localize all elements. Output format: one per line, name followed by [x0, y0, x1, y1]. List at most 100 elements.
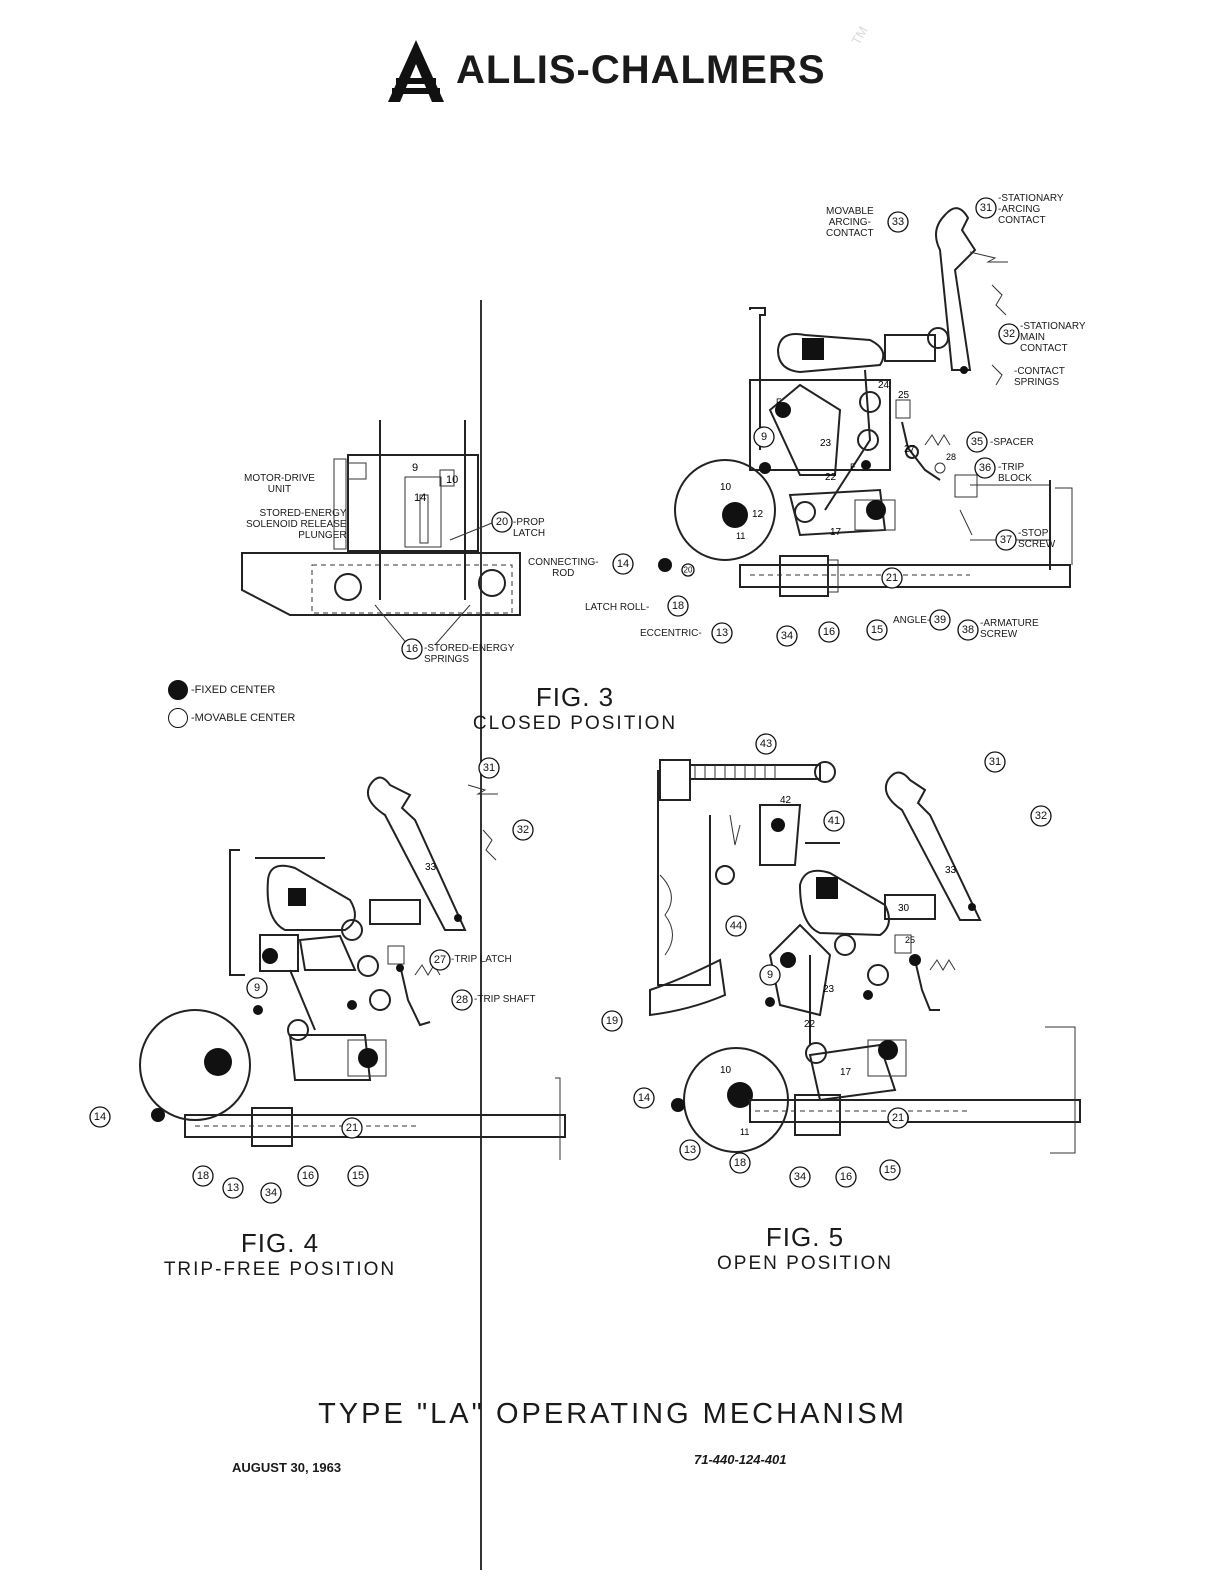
- part-11-label: 11: [740, 1127, 749, 1137]
- part-17-label: 17: [840, 1067, 852, 1078]
- svg-text:28: 28: [456, 994, 468, 1006]
- link-17: [808, 1043, 897, 1102]
- svg-text:18: 18: [734, 1157, 746, 1169]
- lever-29: [798, 869, 890, 937]
- svg-text:34: 34: [781, 630, 793, 642]
- spring-housing: [347, 454, 479, 552]
- svg-text:33: 33: [892, 216, 904, 228]
- trip-latch-pivot: [396, 964, 404, 972]
- spring-rod-15: [184, 1114, 566, 1138]
- washer-16: [827, 559, 839, 593]
- label-stop-screw: -STOP SCREW: [1018, 528, 1056, 550]
- callout-31: 31: [975, 197, 997, 219]
- fig4-position: TRIP-FREE POSITION: [163, 1259, 397, 1280]
- rod-end-bracket: [1045, 1026, 1076, 1154]
- label-connecting-rod: CONNECTING- ROD: [528, 557, 599, 579]
- label-solenoid-release-plunger: STORED-ENERGY SOLENOID RELEASE PLUNGER: [246, 508, 347, 541]
- collar-34: [794, 1094, 841, 1136]
- part-10-label: 10: [720, 1065, 732, 1076]
- thread-marks: [694, 765, 776, 779]
- part-24-label: 24: [878, 380, 890, 391]
- svg-text:38: 38: [962, 624, 974, 636]
- pivot-b: [866, 500, 886, 520]
- drawing-number: 71-440-124-401: [694, 1452, 787, 1467]
- left-frame: [657, 770, 711, 986]
- sheet-divider-line: [480, 300, 482, 1570]
- cam-10: [139, 1009, 251, 1121]
- svg-text:31: 31: [980, 202, 992, 214]
- pivot-f: [775, 402, 791, 418]
- pivot-a: [722, 502, 748, 528]
- arcing-contact-31: [467, 784, 498, 795]
- callout-28: 28: [451, 989, 473, 1011]
- callout-31: 31: [478, 757, 500, 779]
- fig5-number: FIG. 5: [765, 1222, 845, 1252]
- pivot-f: [780, 952, 796, 968]
- trip-spring: [924, 434, 951, 446]
- callout-44: 44: [725, 915, 747, 937]
- part-33-label: 33: [425, 862, 437, 873]
- svg-text:41: 41: [828, 815, 840, 827]
- svg-text:21: 21: [886, 572, 898, 584]
- contact-pivot: [454, 914, 462, 922]
- link-23: [768, 923, 832, 1017]
- fig3-number: FIG. 3: [535, 682, 615, 712]
- svg-text:20: 20: [684, 566, 693, 575]
- callout-9: 9: [759, 964, 781, 986]
- svg-text:13: 13: [684, 1144, 696, 1156]
- part-33-label: 33: [945, 865, 957, 876]
- svg-text:16: 16: [840, 1171, 852, 1183]
- trip-spring: [929, 959, 956, 971]
- callout-9: 9: [246, 977, 268, 999]
- part-27-label: 27: [904, 444, 916, 455]
- callout-34: 34: [789, 1166, 811, 1188]
- rod-end-bracket: [555, 1077, 561, 1160]
- part-10-label: 10: [720, 482, 732, 493]
- svg-text:21: 21: [892, 1112, 904, 1124]
- lever-29: [776, 333, 885, 374]
- lever-29: [266, 864, 356, 931]
- link-30: [369, 899, 421, 925]
- part-10-label: 10: [446, 474, 458, 486]
- callout-32: 32: [1030, 805, 1052, 827]
- fixed-center-icon: [168, 680, 188, 700]
- pin-30: [927, 327, 949, 349]
- svg-text:32: 32: [517, 824, 529, 836]
- callout-16: 16: [401, 638, 423, 660]
- callout-38: 38: [957, 619, 979, 641]
- part-17-label: 17: [830, 527, 842, 538]
- svg-text:39: 39: [934, 614, 946, 626]
- callout-19: 19: [601, 1010, 623, 1032]
- pivot-9: [759, 462, 771, 474]
- svg-text:15: 15: [884, 1164, 896, 1176]
- pin-27: [905, 445, 919, 459]
- callout-20: 20: [491, 511, 513, 533]
- fig3-closed-mechanism-drawing: F 23 22 24 E 25 27 28 10 12 11 17: [658, 207, 1073, 597]
- part-12-label: 12: [752, 509, 764, 520]
- callout-14: 14: [633, 1087, 655, 1109]
- spring-rod-15: [749, 1099, 1081, 1123]
- callout-31: 31: [984, 751, 1006, 773]
- pivot-e: [863, 990, 873, 1000]
- base-frame: [241, 552, 521, 616]
- svg-text:34: 34: [794, 1171, 806, 1183]
- link-17: [288, 1034, 372, 1081]
- main-frame: [749, 379, 891, 471]
- label-latch-roll: LATCH ROLL-: [585, 602, 650, 613]
- svg-text:14: 14: [638, 1092, 650, 1104]
- trip-latch-25: [894, 934, 912, 954]
- callout-13: 13: [711, 622, 733, 644]
- pin-17: [287, 1019, 309, 1041]
- callout-21: 21: [887, 1107, 909, 1129]
- pin-30: [341, 919, 363, 941]
- collar-34: [251, 1107, 293, 1147]
- brand-logo: ALLIS-CHALMERS: [386, 38, 866, 108]
- label-prop-latch: -PROP LATCH: [513, 517, 546, 539]
- svg-text:31: 31: [989, 756, 1001, 768]
- spring-hook: [729, 814, 741, 846]
- spring-rod-15: [739, 564, 1071, 588]
- callout-18: 18: [192, 1165, 214, 1187]
- label-trip-latch: -TRIP LATCH: [451, 954, 512, 965]
